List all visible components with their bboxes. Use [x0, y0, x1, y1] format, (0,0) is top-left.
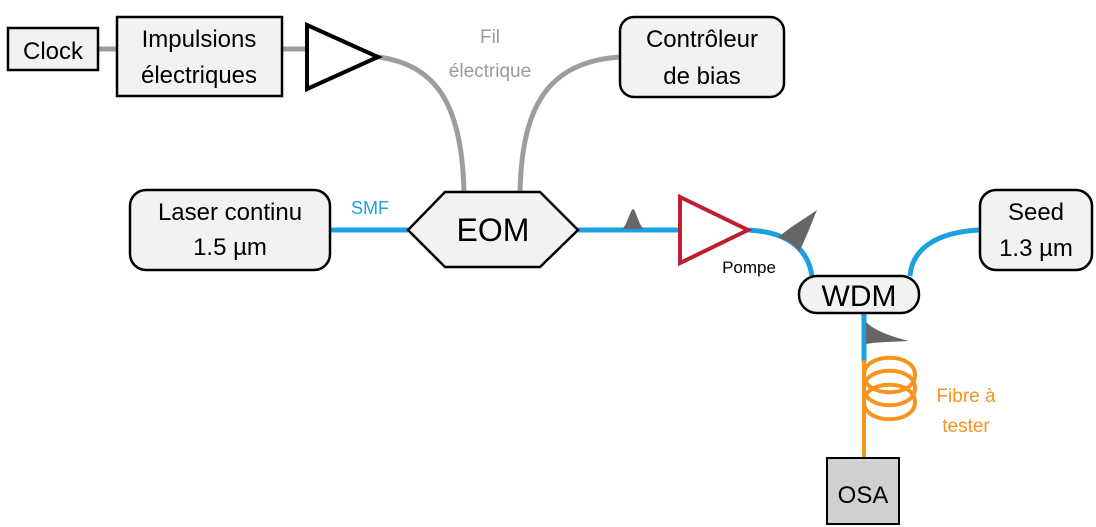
pump-amplifier	[678, 193, 753, 267]
fil-label-line1: Fil	[480, 27, 500, 48]
controleur-box: Contrôleur de bias	[618, 15, 786, 99]
fiber-seed-to-wdm	[907, 227, 981, 277]
wire-driver-to-eom	[377, 54, 467, 193]
smf-label: SMF	[351, 198, 389, 218]
laser-label-line2: 1.5 µm	[193, 234, 267, 261]
wire-controleur-to-eom	[517, 54, 621, 193]
laser-label-line1: Laser continu	[158, 199, 302, 226]
controleur-label-line2: de bias	[663, 63, 740, 90]
driver-amplifier	[305, 21, 383, 93]
seed-box: Seed 1.3 µm	[978, 188, 1094, 272]
seed-label-line1: Seed	[1008, 199, 1064, 226]
impulsions-label-line2: électriques	[141, 62, 257, 89]
pulse-after-eom	[622, 209, 644, 229]
wdm-box: WDM	[797, 274, 921, 315]
test-fiber	[862, 355, 918, 458]
wdm-label: WDM	[822, 280, 897, 313]
osa-label: OSA	[838, 482, 889, 509]
pompe-label: Pompe	[722, 258, 776, 277]
seed-label-line2: 1.3 µm	[999, 235, 1073, 262]
eom-modulator: EOM	[406, 190, 580, 269]
clock-box: Clock	[6, 26, 100, 72]
fibre-label-line1: Fibre à	[936, 386, 996, 407]
pulse-after-amplifier	[778, 210, 817, 252]
pulse-after-wdm	[866, 322, 909, 344]
osa-box: OSA	[826, 457, 900, 525]
eom-label: EOM	[457, 212, 530, 248]
impulsions-label-line1: Impulsions	[142, 26, 257, 53]
laser-box: Laser continu 1.5 µm	[128, 188, 332, 272]
controleur-label-line1: Contrôleur	[646, 26, 758, 53]
fibre-label-line2: tester	[942, 416, 990, 437]
fil-label-line2: électrique	[449, 61, 531, 82]
clock-label: Clock	[23, 38, 84, 65]
impulsions-box: Impulsions électriques	[115, 15, 284, 98]
